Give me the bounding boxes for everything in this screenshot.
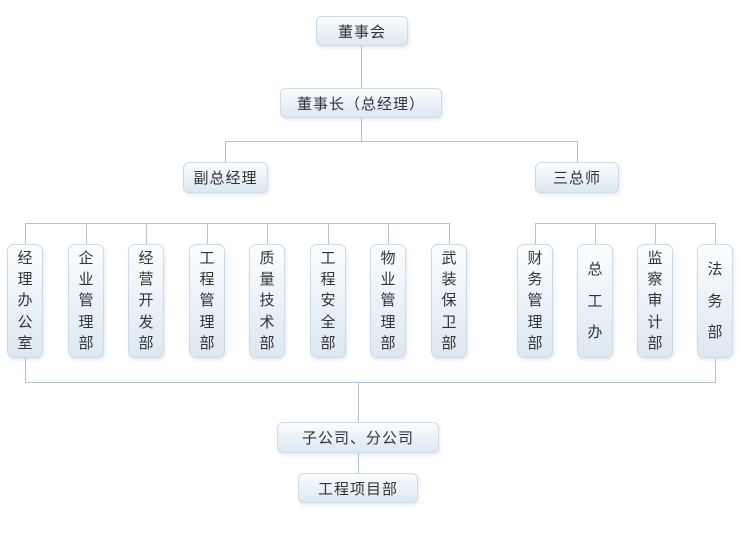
node-quality-tech[interactable]: 质量技术部 bbox=[249, 244, 285, 358]
node-engineering-mgmt-label: 工程管理部 bbox=[199, 250, 215, 352]
connector-drop bbox=[207, 223, 208, 244]
node-subsidiaries-label: 子公司、分公司 bbox=[301, 430, 414, 447]
node-engineering-safety[interactable]: 工程安全部 bbox=[310, 244, 346, 358]
connector-drop bbox=[146, 223, 147, 244]
connector-drop bbox=[25, 223, 26, 244]
node-deputy-gm[interactable]: 副总经理 bbox=[183, 162, 268, 193]
connector-drop-deputy bbox=[225, 141, 226, 162]
node-board[interactable]: 董事会 bbox=[316, 16, 408, 46]
node-finance-mgmt-label: 财务管理部 bbox=[527, 250, 543, 352]
node-project-dept-label: 工程项目部 bbox=[317, 480, 398, 498]
node-enterprise-mgmt[interactable]: 企业管理部 bbox=[68, 244, 104, 358]
connector-drop bbox=[595, 223, 596, 244]
node-three-chiefs-label: 三总师 bbox=[552, 170, 601, 187]
node-chief-engineer-office[interactable]: 总工办 bbox=[577, 244, 613, 358]
node-engineering-safety-label: 工程安全部 bbox=[320, 250, 336, 352]
node-project-dept[interactable]: 工程项目部 bbox=[298, 473, 418, 503]
connector-level2-horizontal bbox=[225, 141, 578, 142]
node-enterprise-mgmt-label: 企业管理部 bbox=[78, 250, 94, 352]
node-legal-affairs[interactable]: 法务部 bbox=[697, 244, 733, 358]
connector-drop bbox=[388, 223, 389, 244]
connector-left-group-horizontal bbox=[25, 223, 450, 224]
node-board-label: 董事会 bbox=[337, 23, 386, 41]
connector-drop bbox=[86, 223, 87, 244]
node-finance-mgmt[interactable]: 财务管理部 bbox=[517, 244, 553, 358]
node-quality-tech-label: 质量技术部 bbox=[259, 250, 275, 352]
connector-subsidiaries-project bbox=[358, 453, 359, 473]
node-engineering-mgmt[interactable]: 工程管理部 bbox=[189, 244, 225, 358]
connector-right-group-horizontal bbox=[535, 223, 716, 224]
connector-drop bbox=[535, 223, 536, 244]
node-chairman[interactable]: 董事长（总经理） bbox=[280, 88, 442, 118]
node-manager-office-label: 经理办公室 bbox=[17, 250, 33, 352]
connector-left-down bbox=[25, 358, 26, 382]
node-manager-office[interactable]: 经理办公室 bbox=[7, 244, 43, 358]
node-armed-security[interactable]: 武装保卫部 bbox=[431, 244, 467, 358]
connector-bottom-horizontal bbox=[25, 382, 716, 383]
node-subsidiaries[interactable]: 子公司、分公司 bbox=[277, 422, 439, 453]
node-property-mgmt-label: 物业管理部 bbox=[380, 250, 396, 352]
connector-drop-chiefs bbox=[577, 141, 578, 162]
connector-board-chairman bbox=[361, 46, 362, 88]
node-business-dev[interactable]: 经营开发部 bbox=[128, 244, 164, 358]
connector-drop bbox=[267, 223, 268, 244]
connector-drop bbox=[655, 223, 656, 244]
connector-drop bbox=[328, 223, 329, 244]
connector-drop bbox=[715, 223, 716, 244]
connector-chairman-down bbox=[361, 118, 362, 141]
node-supervision-audit-label: 监察审计部 bbox=[647, 250, 663, 352]
node-property-mgmt[interactable]: 物业管理部 bbox=[370, 244, 406, 358]
node-legal-affairs-label: 法务部 bbox=[707, 260, 723, 342]
connector-drop bbox=[449, 223, 450, 244]
node-deputy-gm-label: 副总经理 bbox=[193, 170, 258, 187]
node-chief-engineer-office-label: 总工办 bbox=[587, 260, 603, 342]
connector-right-down bbox=[715, 358, 716, 382]
node-business-dev-label: 经营开发部 bbox=[138, 250, 154, 352]
connector-drop-subsidiaries bbox=[358, 382, 359, 422]
node-supervision-audit[interactable]: 监察审计部 bbox=[637, 244, 673, 358]
node-armed-security-label: 武装保卫部 bbox=[441, 250, 457, 352]
node-chairman-label: 董事长（总经理） bbox=[296, 95, 425, 113]
node-three-chiefs[interactable]: 三总师 bbox=[535, 162, 619, 193]
